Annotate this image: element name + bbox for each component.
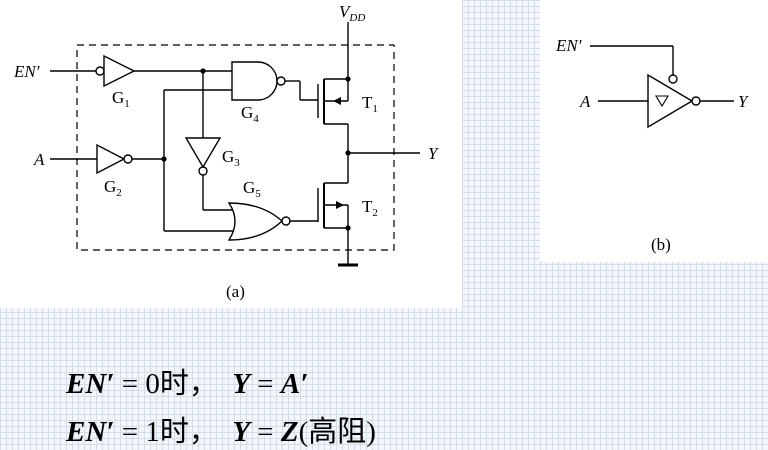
t2-arrow [336, 201, 344, 209]
g3-output-bubble [198, 166, 208, 176]
buffer-output-bubble [691, 96, 701, 106]
eq2-condition: 时， [159, 416, 218, 448]
g2-label: G2 [104, 177, 122, 199]
vdd-label: VDD [339, 2, 365, 24]
gate-g5-nor [227, 202, 284, 241]
eq1-y: Y [232, 368, 251, 400]
caption-a: (a) [226, 282, 245, 301]
caption-b: (b) [651, 235, 671, 254]
g3-label: G3 [222, 147, 240, 169]
eq2-equals-2: = [250, 416, 281, 448]
eq1-condition: 时， [159, 368, 218, 400]
g1-label: G1 [112, 88, 130, 110]
g1-input-bubble [95, 66, 105, 76]
gate-g4-nand [231, 61, 278, 101]
g4-output-bubble [276, 76, 286, 86]
enable-bubble [668, 74, 678, 84]
tristate-symbol [655, 95, 669, 108]
en-input-label: EN′ [13, 62, 40, 81]
y-output-label-b: Y [738, 92, 749, 111]
a-input-label: A [33, 150, 45, 169]
eq1-value: 0 [145, 368, 160, 400]
circuit-diagram-a: EN′ A Y VDD G1 G2 G3 G4 G5 T1 T2 (a) [0, 0, 462, 308]
dashed-enclosure [76, 44, 395, 251]
t2-label: T2 [362, 197, 378, 219]
eq2-value: 1 [145, 416, 160, 448]
tristate-buffer-triangle [647, 73, 694, 129]
t1-arrow [333, 97, 341, 105]
y-output-label: Y [428, 144, 439, 163]
a-input-label-b: A [579, 92, 591, 111]
gate-g3-inverter [184, 137, 222, 169]
equation-enable-high: EN′ = 1时， Y = Z(高阻) [66, 408, 376, 450]
t1-label: T1 [362, 93, 378, 115]
eq2-result: Z [280, 416, 299, 448]
eq2-y: Y [232, 416, 251, 448]
eq1-equals: = [114, 368, 146, 400]
g2-output-bubble [123, 154, 133, 164]
circuit-a-drawing: EN′ A Y VDD G1 G2 G3 G4 G5 T1 T2 (a) [13, 2, 439, 301]
circuit-b-drawing: EN′ A Y (b) [555, 36, 749, 254]
eq2-equals: = [114, 416, 146, 448]
g4-label: G4 [241, 103, 259, 125]
eq1-en: EN′ [66, 368, 115, 400]
gate-g2-inverter [96, 143, 126, 175]
eq1-result: A′ [280, 368, 309, 400]
equation-enable-low: EN′ = 0时， Y = A′ [66, 360, 308, 402]
eq1-equals-2: = [250, 368, 281, 400]
g5-label: G5 [243, 178, 261, 200]
eq2-en: EN′ [66, 416, 115, 448]
eq2-high-impedance-note: (高阻) [298, 416, 376, 448]
g5-output-bubble [281, 216, 291, 226]
circuit-diagram-b: EN′ A Y (b) [540, 0, 768, 262]
gate-g1-buffer [103, 54, 136, 88]
en-input-label-b: EN′ [555, 36, 582, 55]
